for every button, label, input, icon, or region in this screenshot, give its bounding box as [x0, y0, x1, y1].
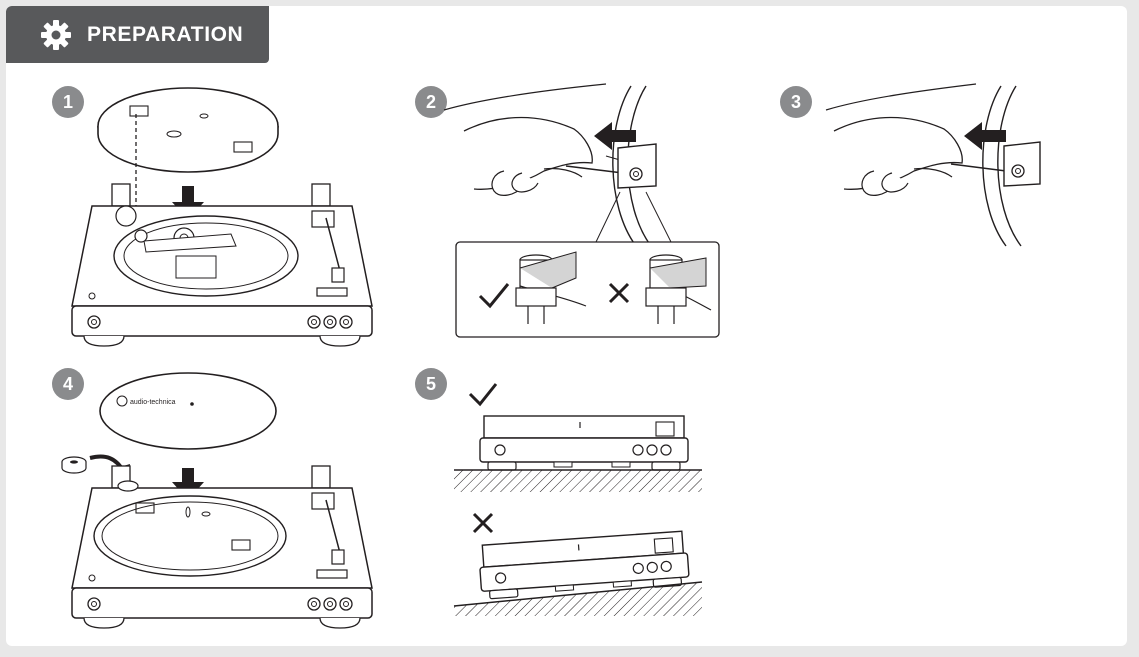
step-1-badge: 1	[52, 86, 84, 118]
section-header: PREPARATION	[6, 6, 269, 63]
step-1-illustration	[71, 87, 373, 347]
mat-brand-label: audio-technica	[130, 399, 176, 406]
preparation-page: PREPARATION 1 2 3 4 5	[6, 6, 1127, 646]
illustrations: audio-technica	[61, 83, 1041, 629]
step-5-illustration	[453, 383, 703, 616]
step-3-badge: 3	[780, 86, 812, 118]
step-5-badge: 5	[415, 368, 447, 400]
step-4-illustration: audio-technica	[61, 372, 373, 629]
section-title: PREPARATION	[87, 23, 244, 46]
step-2-badge: 2	[415, 86, 447, 118]
step-4-badge: 4	[52, 368, 84, 400]
step-3-illustration	[825, 83, 1041, 247]
gear-icon	[41, 20, 71, 50]
step-2-illustration	[443, 83, 720, 338]
